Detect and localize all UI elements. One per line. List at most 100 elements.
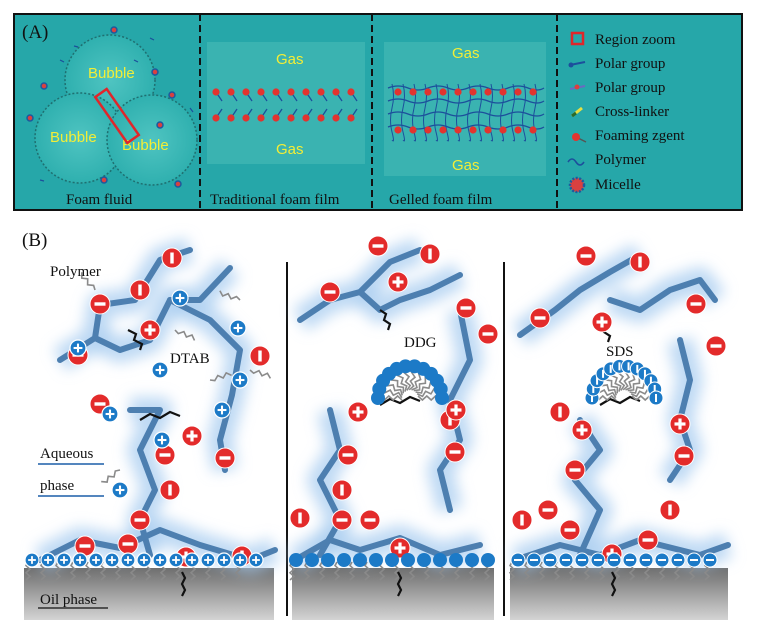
- surfactant-tail: [538, 561, 546, 581]
- foaming-agent: [317, 114, 325, 122]
- plus-bar: [47, 556, 49, 564]
- foaming-agent: [424, 88, 432, 96]
- anion-headgroup: [686, 552, 702, 568]
- surfactant-tail: [249, 369, 272, 379]
- plus-bar: [255, 556, 257, 564]
- cross-linker-chain: [379, 309, 392, 331]
- foaming-agent: [317, 88, 325, 96]
- minus-bar: [591, 394, 593, 402]
- gas-label: Gas: [276, 51, 304, 68]
- minus-bar: [569, 468, 581, 472]
- legend-label: Cross-linker: [595, 104, 669, 120]
- plus-bar: [580, 424, 584, 436]
- anion-group: [511, 509, 533, 531]
- plus-bar: [108, 409, 112, 419]
- surfactant-tail: [219, 290, 241, 301]
- plus-bar: [63, 556, 65, 564]
- foaming-agent: [227, 88, 235, 96]
- anion-headgroup: [702, 552, 718, 568]
- minus-bar: [668, 504, 672, 516]
- cross-link: [522, 83, 526, 142]
- foaming-agent: [242, 114, 250, 122]
- cation-group: [40, 552, 56, 568]
- foaming-agent: [469, 126, 477, 134]
- minus-bar: [372, 244, 384, 248]
- minus-bar: [428, 248, 432, 260]
- oil-phase: [292, 568, 494, 620]
- cation-group: [72, 552, 88, 568]
- plus-bar: [236, 323, 240, 333]
- minus-bar: [636, 364, 639, 373]
- cation-group: [152, 552, 168, 568]
- foaming-agent: [484, 126, 492, 134]
- cation-group: [104, 552, 120, 568]
- nonionic-headgroup: [353, 553, 367, 567]
- foaming-agent: [302, 114, 310, 122]
- legend: Region zoom Polar group Polar group Cros…: [567, 31, 685, 194]
- anion-headgroup: [638, 552, 654, 568]
- nonionic-headgroup: [465, 553, 479, 567]
- anion-headgroup: [574, 552, 590, 568]
- cation-group: [231, 371, 249, 389]
- foaming-agent: [454, 88, 462, 96]
- cross-link: [412, 83, 416, 142]
- anion-group: [477, 323, 499, 345]
- surfactant-tail: [209, 371, 232, 382]
- minus-bar: [710, 344, 722, 348]
- anion-group: [637, 529, 659, 551]
- surfactant-tail: [318, 561, 326, 581]
- cross-linker-chain: [396, 571, 403, 597]
- surfactant-label-dtab: DTAB: [170, 351, 210, 367]
- minus-bar: [168, 484, 172, 496]
- nonionic-headgroup: [369, 553, 383, 567]
- legend-label: Micelle: [595, 177, 641, 193]
- nonionic-headgroup: [305, 553, 319, 567]
- plus-bar: [238, 375, 242, 385]
- minus-bar: [94, 302, 106, 306]
- foaming-agent: [454, 126, 462, 134]
- minus-bar: [324, 290, 336, 294]
- anion-group: [161, 247, 183, 269]
- cation-group: [101, 405, 119, 423]
- cation-group: [248, 552, 264, 568]
- gas-label: Gas: [276, 141, 304, 158]
- gas-label: Gas: [452, 157, 480, 174]
- minus-bar: [678, 454, 690, 458]
- minus-bar: [514, 559, 522, 561]
- cation-group: [216, 552, 232, 568]
- minus-bar: [690, 302, 702, 306]
- polymer-chain: [292, 535, 483, 563]
- foaming-agents-layer: [212, 88, 358, 122]
- minus-bar: [449, 450, 461, 454]
- anion-group: [549, 401, 571, 423]
- plus-bar: [160, 435, 164, 445]
- anion-group: [319, 281, 341, 303]
- foaming-agent: [499, 126, 507, 134]
- panel-b: (B) Polymer DTAB DDG SDS Aqueous phase O…: [22, 230, 733, 620]
- ionic-groups: [24, 235, 727, 568]
- minus-bar: [610, 559, 618, 561]
- cross-linker-chain: [139, 410, 181, 421]
- foaming-agent: [529, 126, 537, 134]
- traditional-film-diagram: Gas Gas Traditional foam film: [207, 42, 365, 208]
- cation-group: [184, 552, 200, 568]
- minus-bar: [170, 252, 174, 264]
- cation-group: [120, 552, 136, 568]
- cross-link: [467, 83, 471, 142]
- minus-bar: [258, 350, 262, 362]
- minus-bar: [336, 518, 348, 522]
- cation-group: [168, 552, 184, 568]
- anion-group: [214, 447, 236, 469]
- plus-bar: [143, 556, 145, 564]
- foaming-agent: [332, 114, 340, 122]
- surfactant-tail: [54, 561, 62, 581]
- foaming-agent: [212, 114, 220, 122]
- cross-linker-chain: [379, 395, 421, 406]
- cross-linker-chain: [610, 571, 617, 597]
- anion-group: [455, 297, 477, 319]
- anion-group: [559, 519, 581, 541]
- cross-linker-chain: [599, 395, 641, 406]
- region-zoom-box: [93, 87, 141, 145]
- oil-phase-label: Oil phase: [40, 592, 97, 608]
- minus-bar: [649, 376, 652, 385]
